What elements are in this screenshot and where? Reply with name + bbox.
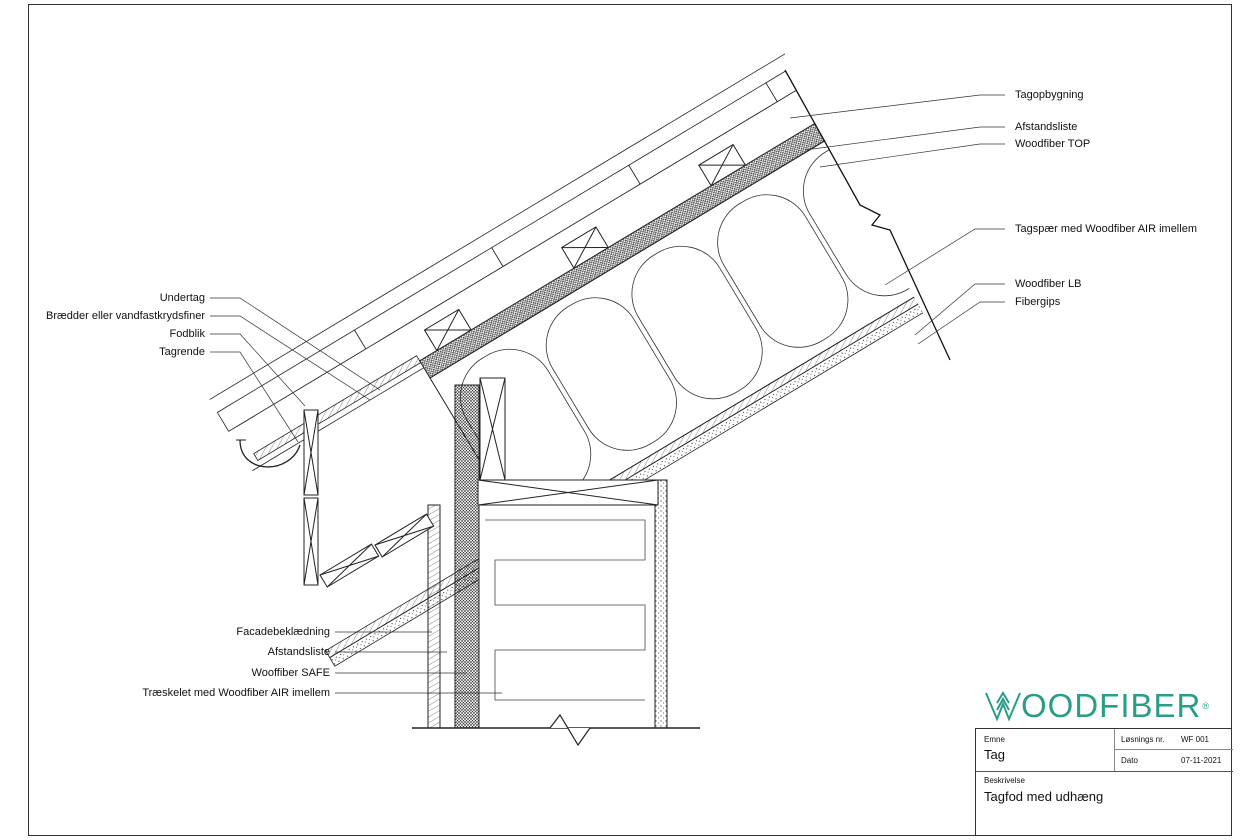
wall-construction	[412, 377, 700, 747]
wall-insulation-zone	[478, 504, 656, 729]
leader-lines	[210, 94, 1005, 694]
label-undertag: Undertag	[159, 292, 205, 304]
wall-insulation-wave	[485, 519, 646, 701]
emne-value: Tag	[984, 747, 1005, 762]
drawing-sheet-border	[28, 4, 1232, 836]
label-tagspaer: Tagspær med Woodfiber AIR imellem	[1015, 223, 1197, 235]
gutter	[239, 439, 301, 468]
label-facadebeklaedning: Facadebeklædning	[236, 626, 330, 638]
inner-fibergips	[654, 479, 668, 729]
losning-value: WF 001	[1181, 735, 1210, 744]
woodfiber-logo: OODFIBER®	[985, 688, 1209, 724]
top-plate	[477, 479, 659, 506]
label-fibergips: Fibergips	[1015, 296, 1061, 308]
label-fodblik: Fodblik	[169, 328, 205, 340]
label-tagrende: Tagrende	[159, 346, 205, 358]
label-woodfiber-safe: Wooffiber SAFE	[251, 667, 330, 679]
dato-value: 07-11-2021	[1181, 756, 1222, 765]
label-afstandsliste-wall: Afstandsliste	[267, 646, 330, 658]
break-mark	[549, 713, 591, 747]
underlay-line	[252, 367, 425, 472]
break-line	[784, 69, 951, 361]
losning-label: Løsnings nr.	[1121, 735, 1165, 744]
eave-boards	[253, 355, 422, 461]
label-woodfiber-top: Woodfiber TOP	[1015, 138, 1091, 150]
label-woodfiber-lb: Woodfiber LB	[1015, 278, 1082, 290]
woodfiber-safe-board	[454, 384, 480, 729]
label-afstandsliste-roof: Afstandsliste	[1015, 121, 1078, 133]
label-tagopbygning: Tagopbygning	[1015, 89, 1084, 101]
eave-details	[236, 409, 435, 588]
logo-w-chevron-icon	[985, 691, 1021, 722]
beskrivelse-value: Tagfod med udhæng	[984, 789, 1104, 804]
beskrivelse-label: Beskrivelse	[984, 776, 1025, 785]
label-traeskelet: Træskelet med Woodfiber AIR imellem	[142, 687, 330, 699]
wall-post	[479, 377, 506, 481]
title-block: Emne Tag Løsnings nr. WF 001 Dato 07-11-…	[975, 728, 1233, 836]
logo-text: OODFIBER	[1021, 687, 1202, 724]
facade-cladding	[427, 504, 441, 729]
label-braedder: Brædder eller vandfastkrydsfiner	[46, 310, 205, 322]
registered-mark: ®	[1202, 701, 1209, 711]
dato-label: Dato	[1121, 756, 1138, 765]
emne-label: Emne	[984, 735, 1005, 744]
